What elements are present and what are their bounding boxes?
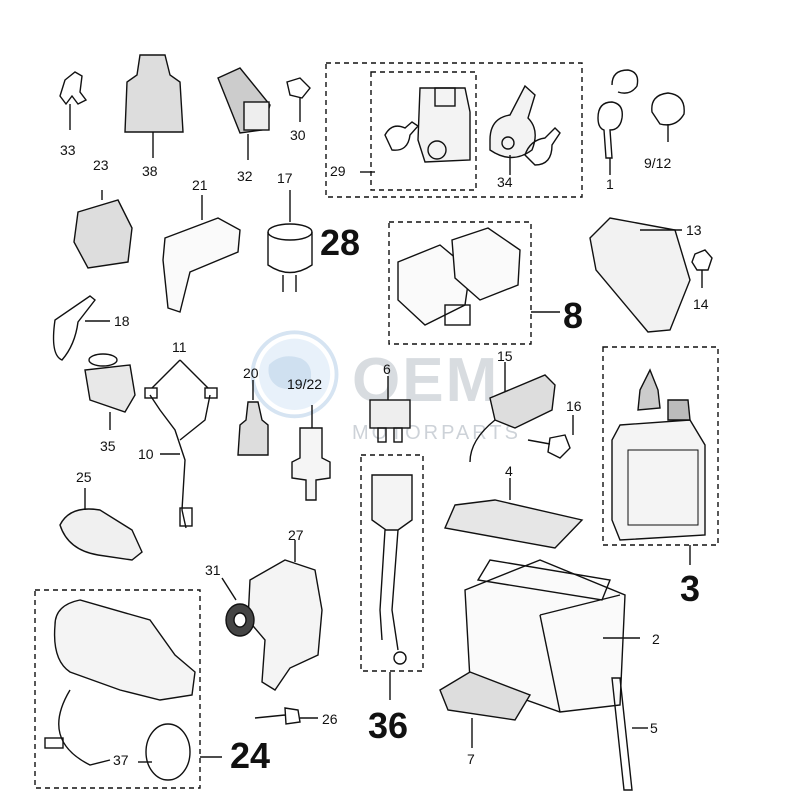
label-part-14: 14 [693, 296, 709, 312]
part-37-oring [145, 723, 191, 781]
part-10-harness [149, 394, 211, 529]
label-part-5: 5 [650, 720, 658, 736]
label-part-33: 33 [60, 142, 76, 158]
label-part-2: 2 [652, 631, 660, 647]
label-part-4: 4 [505, 463, 513, 479]
group-24-box [34, 589, 201, 789]
part-17-socket [267, 223, 313, 241]
part-3-bottle [611, 419, 706, 541]
label-part-29: 29 [330, 163, 346, 179]
label-part-10: 10 [138, 446, 154, 462]
label-part-30: 30 [290, 127, 306, 143]
label-part-34: 34 [497, 174, 513, 190]
part-5-tube [611, 677, 633, 791]
label-part-19-22: 19/22 [287, 376, 323, 392]
part-8-relay-b [451, 227, 521, 301]
label-part-13: 13 [686, 222, 702, 238]
part-29-key [384, 121, 420, 151]
part-30-grommet [286, 77, 311, 99]
watermark-globe [250, 330, 339, 419]
label-part-6: 6 [383, 361, 391, 377]
part-18-tie [52, 295, 96, 361]
group-28-box [325, 62, 583, 198]
part-14-nut [691, 249, 713, 271]
part-33-clip [59, 71, 88, 106]
label-part-26: 26 [322, 711, 338, 727]
label-part-27: 27 [288, 527, 304, 543]
part-19-22-switch [291, 427, 331, 501]
part-15-bracket [489, 374, 556, 429]
group-8-box [388, 221, 532, 345]
part-35-cap [88, 353, 118, 367]
part-29-ignition [417, 87, 471, 163]
label-part-37: 37 [113, 752, 129, 768]
group-label-3: 3 [680, 568, 701, 609]
label-part-32: 32 [237, 168, 253, 184]
group-label-24: 24 [230, 735, 271, 776]
label-part-15: 15 [497, 348, 513, 364]
label-part-7: 7 [467, 751, 475, 767]
part-16-screw [547, 434, 571, 459]
part-38-boot [124, 54, 184, 133]
part-34-key [524, 127, 561, 166]
label-part-31: 31 [205, 562, 221, 578]
group-36-box [360, 454, 424, 672]
label-part-21: 21 [192, 177, 208, 193]
part-24-motor [53, 599, 196, 701]
label-part-11: 11 [172, 339, 187, 355]
part-4-pad [444, 499, 584, 549]
part-23-cover [73, 199, 133, 269]
label-part-18: 18 [114, 313, 130, 329]
part-9-12-clamp [651, 92, 685, 126]
group-label-8: 8 [563, 295, 584, 336]
part-25-gear [59, 508, 143, 561]
part-20-boot [237, 401, 269, 456]
group-label-28: 28 [320, 222, 361, 263]
part-13-regulator [589, 217, 691, 333]
label-part-25: 25 [76, 469, 92, 485]
group-3-box [602, 346, 719, 546]
label-part-35: 35 [100, 438, 116, 454]
label-part-38: 38 [142, 163, 158, 179]
label-part-20: 20 [243, 365, 259, 381]
part-26-bolt [254, 707, 301, 725]
part-6-fuse [369, 399, 411, 429]
group-28-inner-box [370, 71, 477, 191]
part-27-bracket [247, 559, 323, 691]
group-label-36: 36 [368, 705, 409, 746]
part-36-connector [371, 474, 413, 531]
label-part-23: 23 [93, 157, 109, 173]
label-part-1: 1 [606, 176, 614, 192]
label-part-16: 16 [566, 398, 582, 414]
label-part-17: 17 [277, 170, 293, 186]
label-part-9-12: 9/12 [644, 155, 672, 171]
part-1-key [597, 101, 623, 159]
part-21-cdi [162, 217, 241, 313]
part-7-pad [439, 671, 532, 721]
